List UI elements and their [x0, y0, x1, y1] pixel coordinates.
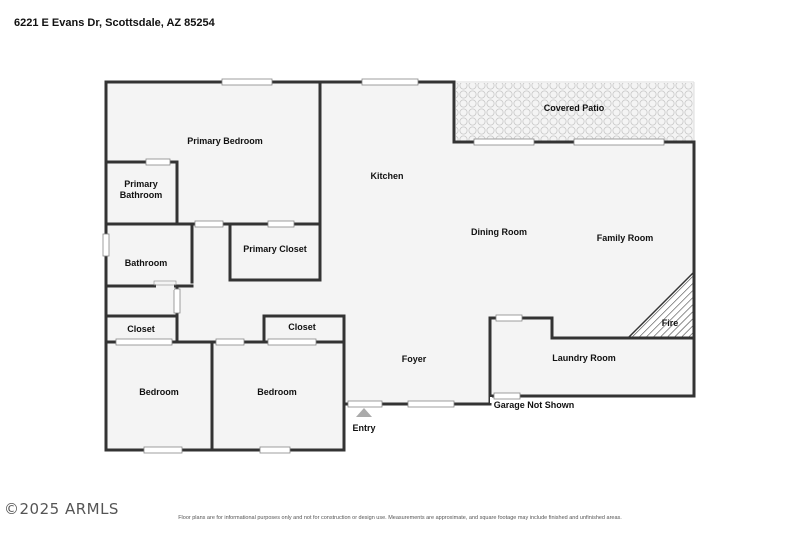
- bedroom-left-label: Bedroom: [139, 387, 179, 397]
- garage-not-shown-label: Garage Not Shown: [494, 400, 575, 410]
- property-address: 6221 E Evans Dr, Scottsdale, AZ 85254: [14, 17, 215, 29]
- covered-patio-label: Covered Patio: [544, 103, 605, 113]
- fire-label: Fire: [662, 318, 679, 328]
- family-room-label: Family Room: [597, 233, 654, 243]
- laundry-room-label: Laundry Room: [552, 353, 616, 363]
- wall-openings: [102, 78, 665, 454]
- armls-watermark: ©2025 ARMLS: [4, 500, 119, 518]
- primary-bathroom-label-line2: Bathroom: [120, 190, 163, 200]
- covered-patio-area: [456, 83, 694, 141]
- bedroom-right-label: Bedroom: [257, 387, 297, 397]
- primary-closet-label: Primary Closet: [243, 244, 307, 254]
- closet-left-label: Closet: [127, 324, 155, 334]
- foyer-label: Foyer: [402, 354, 427, 364]
- dining-room-label: Dining Room: [471, 227, 527, 237]
- entry-label: Entry: [352, 423, 375, 433]
- primary-bedroom-label: Primary Bedroom: [187, 136, 263, 146]
- bathroom-label: Bathroom: [125, 258, 168, 268]
- entry-arrow-icon: [356, 408, 372, 417]
- disclaimer-text: Floor plans are for informational purpos…: [178, 515, 622, 521]
- primary-bathroom-label-line1: Primary: [124, 179, 158, 189]
- floor-area: [106, 82, 694, 450]
- closet-right-label: Closet: [288, 322, 316, 332]
- kitchen-label: Kitchen: [370, 171, 403, 181]
